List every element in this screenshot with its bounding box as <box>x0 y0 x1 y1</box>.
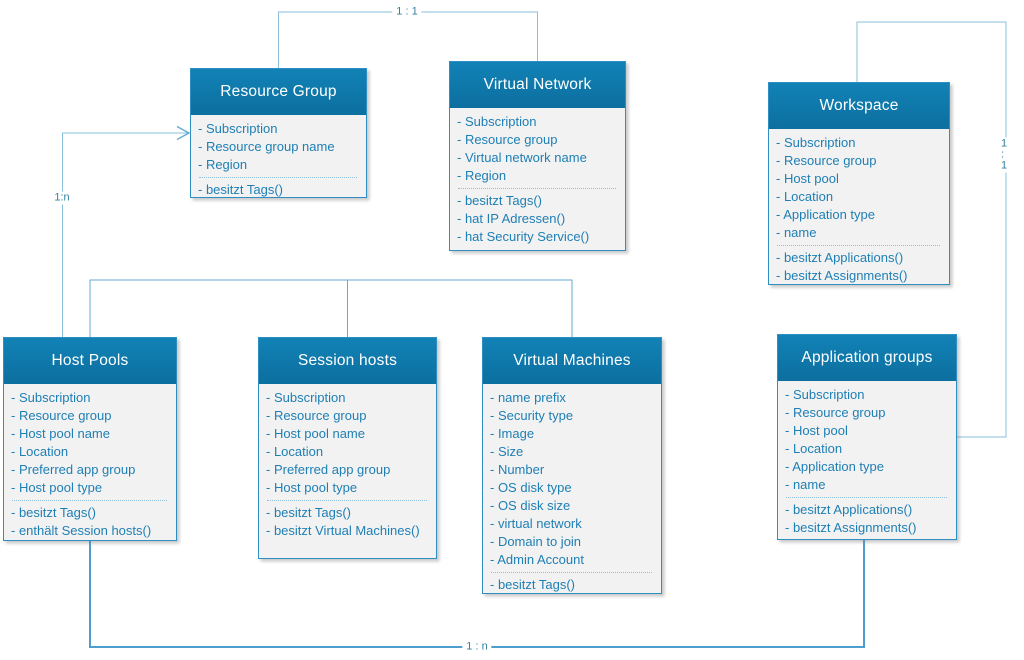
class-attribute: - name <box>785 477 826 492</box>
connector-host-pools-application-groups <box>89 540 865 648</box>
class-attribute: - Location <box>266 444 324 459</box>
multiplicity-label-right: 1 : 1 <box>997 137 1015 173</box>
class-method: - besitzt Assignments() <box>785 520 917 535</box>
class-method: - besitzt Applications() <box>785 502 913 517</box>
class-method: - besitzt Tags() <box>490 577 576 592</box>
class-title-application-groups: Application groups <box>778 335 956 381</box>
connector-hostpools-sessionhosts-virtualmachines <box>89 279 573 338</box>
class-attribute: - Resource group <box>457 132 558 147</box>
class-attribute: - Host pool type <box>11 480 103 495</box>
class-box-virtual-machines: Virtual Machines - name prefix - Securit… <box>482 337 662 594</box>
class-attribute: - Host pool <box>776 171 839 186</box>
class-attribute: - Security type <box>490 408 574 423</box>
class-attribute: - Location <box>776 189 834 204</box>
class-attribute: - Resource group <box>11 408 112 423</box>
multiplicity-label-top: 1 : 1 <box>392 5 422 19</box>
open-arrowhead-icon <box>176 125 191 141</box>
class-title-resource-group: Resource Group <box>191 69 366 115</box>
class-attribute: - Subscription <box>266 390 346 405</box>
class-attribute: - OS disk size <box>490 498 571 513</box>
class-method: - besitzt Tags() <box>457 193 543 208</box>
class-attribute: - Subscription <box>198 121 278 136</box>
class-attribute: - Subscription <box>785 387 865 402</box>
class-attribute: - Image <box>490 426 535 441</box>
class-attribute: - Region <box>457 168 507 183</box>
class-attribute: - Region <box>198 157 248 172</box>
multiplicity-label-left: 1:n <box>50 191 74 205</box>
class-method: - besitzt Virtual Machines() <box>266 523 420 538</box>
class-attribute: - name <box>776 225 817 240</box>
attributes-methods-divider <box>458 188 616 189</box>
class-attribute: - Host pool type <box>266 480 358 495</box>
class-title-workspace: Workspace <box>769 83 949 129</box>
class-attribute: - Location <box>785 441 843 456</box>
class-body: - name prefix - Security type - Image - … <box>483 384 661 598</box>
class-body: - Subscription - Resource group name - R… <box>191 115 366 203</box>
attributes-methods-divider <box>777 245 940 246</box>
class-title-virtual-machines: Virtual Machines <box>483 338 661 384</box>
class-body: - Subscription - Resource group - Host p… <box>259 384 436 544</box>
attributes-methods-divider <box>786 497 947 498</box>
multiplicity-label-bottom: 1 : n <box>462 640 492 654</box>
class-attribute: - OS disk type <box>490 480 572 495</box>
attributes-methods-divider <box>12 500 167 501</box>
class-attribute: - Number <box>490 462 545 477</box>
class-method: - besitzt Tags() <box>266 505 352 520</box>
class-attribute: - Virtual network name <box>457 150 587 165</box>
class-box-resource-group: Resource Group - Subscription - Resource… <box>190 68 367 198</box>
class-box-workspace: Workspace - Subscription - Resource grou… <box>768 82 950 285</box>
class-method: - besitzt Tags() <box>11 505 97 520</box>
class-body: - Subscription - Resource group - Host p… <box>4 384 176 544</box>
class-method: - besitzt Applications() <box>776 250 904 265</box>
class-method: - hat Security Service() <box>457 229 590 244</box>
class-body: - Subscription - Resource group - Host p… <box>769 129 949 289</box>
class-box-host-pools: Host Pools - Subscription - Resource gro… <box>3 337 177 541</box>
class-attribute: - Subscription <box>11 390 91 405</box>
class-method: - hat IP Adressen() <box>457 211 566 226</box>
class-attribute: - Resource group <box>785 405 886 420</box>
class-title-virtual-network: Virtual Network <box>450 62 625 108</box>
connector-workspace-application-groups <box>856 21 1007 438</box>
class-attribute: - virtual network <box>490 516 582 531</box>
class-attribute: - Application type <box>785 459 885 474</box>
class-title-host-pools: Host Pools <box>4 338 176 384</box>
class-body: - Subscription - Resource group - Virtua… <box>450 108 625 250</box>
class-attribute: - Resource group <box>266 408 367 423</box>
connector-resource-group-virtual-network <box>277 11 539 68</box>
class-attribute: - Resource group name <box>198 139 335 154</box>
class-method: - besitzt Assignments() <box>776 268 908 283</box>
class-attribute: - Host pool name <box>11 426 110 441</box>
class-attribute: - Resource group <box>776 153 877 168</box>
class-attribute: - Domain to join <box>490 534 582 549</box>
class-box-application-groups: Application groups - Subscription - Reso… <box>777 334 957 540</box>
connector-host-pools-resource-group <box>61 132 188 338</box>
class-attribute: - Subscription <box>776 135 856 150</box>
attributes-methods-divider <box>267 500 427 501</box>
class-method: - enthält Session hosts() <box>11 523 152 538</box>
class-box-session-hosts: Session hosts - Subscription - Resource … <box>258 337 437 559</box>
class-attribute: - Subscription <box>457 114 537 129</box>
class-box-virtual-network: Virtual Network - Subscription - Resourc… <box>449 61 626 251</box>
attributes-methods-divider <box>199 177 357 178</box>
class-attribute: - name prefix <box>490 390 566 405</box>
class-attribute: - Size <box>490 444 524 459</box>
class-title-session-hosts: Session hosts <box>259 338 436 384</box>
class-attribute: - Host pool name <box>266 426 365 441</box>
class-attribute: - Preferred app group <box>266 462 391 477</box>
attributes-methods-divider <box>491 572 652 573</box>
class-attribute: - Application type <box>776 207 876 222</box>
class-method: - besitzt Tags() <box>198 182 284 197</box>
class-attribute: - Location <box>11 444 69 459</box>
class-attribute: - Admin Account <box>490 552 584 567</box>
class-attribute: - Preferred app group <box>11 462 136 477</box>
class-attribute: - Host pool <box>785 423 848 438</box>
class-body: - Subscription - Resource group - Host p… <box>778 381 956 541</box>
